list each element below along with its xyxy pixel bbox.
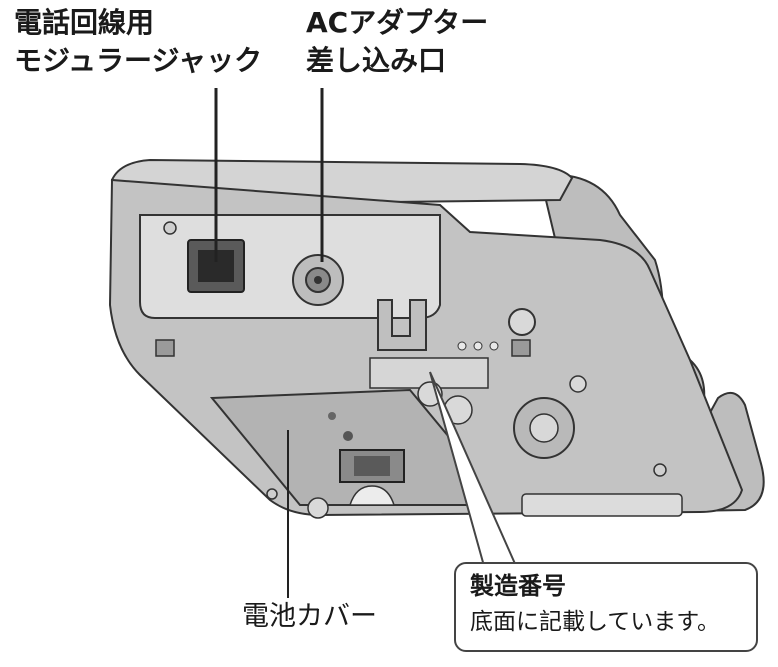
modular-jack-label-line2: モジュラージャック — [14, 42, 262, 80]
serial-number-callout: 製造番号 底面に記載しています。 — [454, 562, 758, 652]
ac-adapter-socket-pin — [314, 276, 322, 284]
battery-cover-screw — [328, 412, 336, 420]
battery-latch-inner — [354, 456, 390, 476]
modular-jack-label: 電話回線用 モジュラージャック — [14, 4, 262, 80]
screw-left-bottom — [267, 489, 277, 499]
connector-recess — [140, 215, 440, 318]
screw-top-left — [164, 222, 176, 234]
battery-cover-mark — [343, 431, 353, 441]
ac-adapter-label-line1: ACアダプター — [306, 4, 488, 42]
ac-adapter-label: ACアダプター 差し込み口 — [306, 4, 488, 80]
indicator-dot — [458, 342, 466, 350]
serial-number-title: 製造番号 — [470, 570, 566, 602]
small-hole — [570, 376, 586, 392]
indicator-dot — [474, 342, 482, 350]
bottom-slot — [522, 494, 682, 516]
large-round-foot-inner — [530, 414, 558, 442]
battery-cover-label: 電池カバー — [242, 598, 377, 636]
latch-left — [156, 340, 174, 356]
modular-jack-label-line1: 電話回線用 — [14, 4, 262, 42]
round-foot — [509, 309, 535, 335]
latch-right — [512, 340, 530, 356]
indicator-dot — [490, 342, 498, 350]
bottom-foot — [308, 498, 328, 518]
serial-number-description: 底面に記載しています。 — [470, 606, 720, 638]
ac-adapter-label-line2: 差し込み口 — [306, 42, 488, 80]
screw-right — [654, 464, 666, 476]
